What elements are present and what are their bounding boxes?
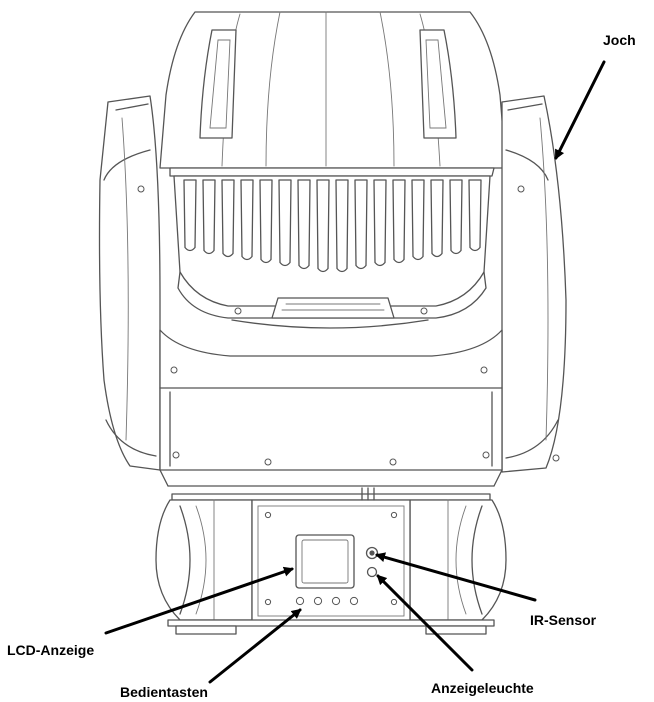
control-buttons (295, 596, 359, 606)
cooling-fin (449, 179, 463, 255)
cooling-fin (221, 179, 235, 258)
label-indicator-light: Anzeigeleuchte (431, 680, 534, 696)
screw-holes (137, 185, 560, 466)
head-fins (169, 167, 495, 329)
cooling-fin (240, 179, 254, 261)
label-lcd-display: LCD-Anzeige (7, 642, 95, 658)
arrow-lcd-display (104, 566, 294, 635)
ir-sensor (365, 546, 379, 560)
indicator-light (366, 566, 378, 578)
arrow-indicator-light (376, 574, 474, 672)
cooling-fin (411, 179, 425, 261)
cooling-fin (373, 179, 387, 267)
cooling-fin (392, 179, 406, 264)
cooling-fin (335, 179, 349, 273)
cooling-fin (316, 179, 330, 273)
yoke (98, 95, 567, 487)
cooling-fin (259, 179, 273, 264)
cooling-fin (354, 179, 368, 270)
label-control-buttons: Bedientasten (120, 684, 208, 700)
label-yoke: Joch (603, 32, 636, 48)
lcd-display (295, 534, 355, 589)
arrow-ir-sensor (375, 552, 537, 602)
arrow-control-buttons (208, 608, 302, 684)
arrow-yoke (554, 60, 606, 160)
head-shell (159, 11, 507, 169)
cooling-fin (468, 179, 482, 252)
label-ir-sensor: IR-Sensor (530, 612, 597, 628)
cooling-fin (297, 179, 311, 270)
cooling-fin (183, 179, 197, 252)
cooling-fin (278, 179, 292, 267)
cooling-fin (430, 179, 444, 258)
base (155, 487, 507, 635)
cooling-fin (202, 179, 216, 255)
